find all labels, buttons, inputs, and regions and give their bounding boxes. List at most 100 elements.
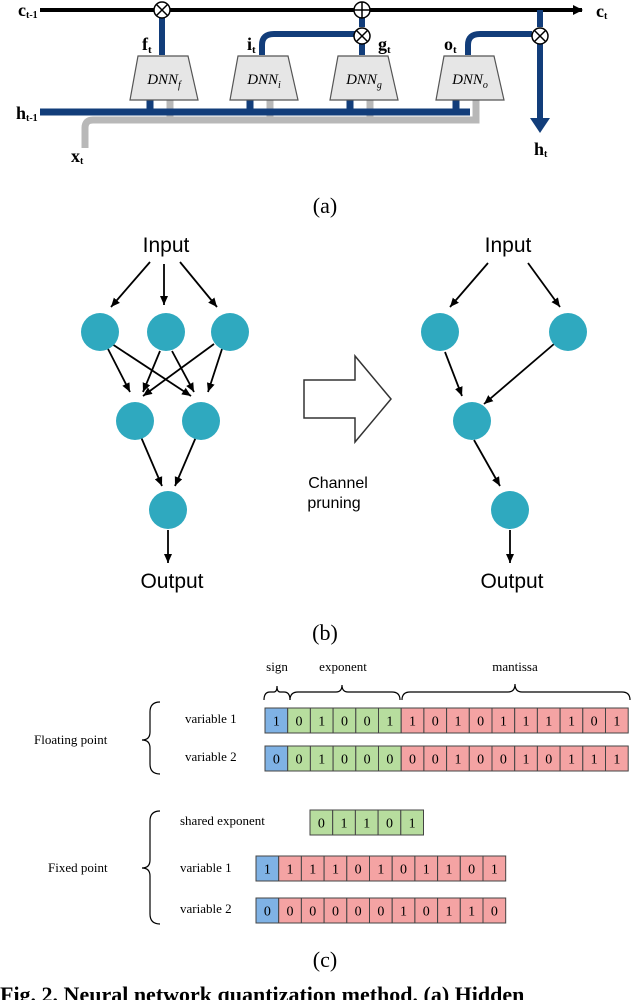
multiply-op-output	[531, 27, 549, 45]
mantissa-bit: 0	[468, 745, 493, 772]
svg-text:1: 1	[287, 863, 294, 878]
exponent-bit: 0	[355, 707, 379, 734]
svg-text:0: 0	[355, 905, 362, 920]
exponent-label: exponent	[319, 659, 367, 674]
fixed-group-bracket	[141, 810, 161, 925]
svg-text:1: 1	[386, 715, 393, 730]
svg-text:0: 0	[296, 753, 303, 768]
edge	[142, 350, 161, 393]
node	[453, 402, 491, 440]
fixed-bit: 0	[278, 897, 302, 924]
edge	[179, 261, 218, 308]
pruning-label-line1: Channel	[308, 475, 368, 492]
right-output-label: Output	[480, 570, 543, 593]
mantissa-bit: 0	[491, 745, 516, 772]
exponent-bit: 0	[355, 745, 379, 772]
sign-bit: 0	[255, 897, 280, 924]
pruning-label-line2: pruning	[307, 495, 360, 512]
svg-text:0: 0	[273, 753, 280, 768]
shared-exponent-bit: 1	[400, 809, 424, 836]
svg-text:1: 1	[377, 863, 384, 878]
fixed-bit: 0	[391, 855, 416, 882]
svg-text:1: 1	[523, 715, 530, 730]
mantissa-label: mantissa	[492, 659, 538, 674]
fixed-bit: 0	[414, 897, 439, 924]
fixed-bit: 0	[482, 897, 507, 924]
svg-text:1: 1	[318, 753, 325, 768]
mantissa-bit: 1	[514, 745, 538, 772]
left-output-label: Output	[140, 570, 203, 593]
mantissa-bit: 0	[400, 745, 425, 772]
figure-caption-text: Fig. 2. Neural network quantization meth…	[0, 985, 525, 1000]
node	[421, 313, 459, 351]
exponent-bit: 0	[287, 745, 311, 772]
node	[549, 313, 587, 351]
svg-text:DNNo: DNNo	[451, 72, 488, 91]
svg-text:1: 1	[568, 753, 575, 768]
svg-text:0: 0	[432, 715, 439, 730]
svg-text:0: 0	[364, 753, 371, 768]
exponent-bit: 0	[332, 745, 357, 772]
fixed-var1-label: variable 1	[180, 860, 232, 875]
edge	[171, 350, 195, 393]
caption-b: (b)	[312, 620, 338, 645]
svg-text:1: 1	[309, 863, 316, 878]
mantissa-bit: 1	[559, 707, 584, 734]
label-i-t: it	[247, 34, 256, 56]
fixed-bit: 0	[346, 897, 370, 924]
svg-text:0: 0	[341, 753, 348, 768]
svg-text:1: 1	[454, 715, 461, 730]
shared-exponent-bit: 1	[354, 809, 379, 836]
svg-text:0: 0	[386, 753, 393, 768]
svg-text:1: 1	[273, 715, 280, 730]
dnn-i-box: DNNi	[229, 55, 299, 101]
floating-group-bracket	[141, 701, 161, 775]
svg-text:0: 0	[491, 905, 498, 920]
fixed-bit: 1	[300, 855, 325, 882]
svg-text:0: 0	[591, 715, 598, 730]
node	[116, 402, 154, 440]
hidden-out-arrowhead	[530, 118, 550, 133]
input-x-line	[81, 100, 480, 148]
multiply-op-input	[353, 27, 371, 45]
edge	[206, 348, 223, 393]
svg-text:0: 0	[264, 905, 271, 920]
edge	[444, 351, 463, 397]
svg-text:1: 1	[445, 905, 452, 920]
node	[81, 313, 119, 351]
mantissa-bit: 1	[582, 745, 606, 772]
svg-text:0: 0	[364, 715, 371, 730]
dnn-o-box: DNNo	[435, 55, 505, 101]
svg-text:0: 0	[296, 715, 303, 730]
sign-bit: 1	[255, 855, 280, 882]
shared-exponent-label: shared exponent	[180, 813, 265, 828]
floating-point-label: Floating point	[34, 732, 108, 747]
svg-text:1: 1	[363, 817, 370, 832]
svg-text:DNNf: DNNf	[146, 72, 182, 91]
node	[491, 491, 529, 529]
exponent-bracket	[289, 684, 401, 701]
svg-text:DNNg: DNNg	[345, 72, 382, 91]
exponent-bit: 0	[378, 745, 402, 772]
fixed-bit: 0	[369, 897, 393, 924]
mantissa-bit: 1	[514, 707, 538, 734]
fixed-bit: 1	[323, 855, 348, 882]
svg-text:0: 0	[386, 817, 393, 832]
channel-pruning-diagram: Input Output Channel pruning Input Outpu…	[81, 234, 587, 593]
shared-exponent-bit: 0	[377, 809, 402, 836]
output-gate-line	[465, 31, 532, 55]
sign-bracket	[263, 685, 291, 701]
float-var2-label: variable 2	[185, 749, 237, 764]
svg-text:0: 0	[477, 715, 484, 730]
svg-text:0: 0	[432, 753, 439, 768]
svg-text:0: 0	[545, 753, 552, 768]
svg-text:1: 1	[523, 753, 530, 768]
svg-text:1: 1	[591, 753, 598, 768]
edge	[140, 436, 163, 487]
number-format-diagram: sign exponent mantissa Floating point Fi…	[34, 659, 631, 925]
label-f-t: ft	[142, 34, 152, 56]
edge	[174, 436, 197, 487]
lstm-cell-diagram: DNNf DNNi DNNg DNNo ft it gt ot ct-1 ht-…	[16, 0, 608, 167]
edge	[106, 346, 131, 393]
